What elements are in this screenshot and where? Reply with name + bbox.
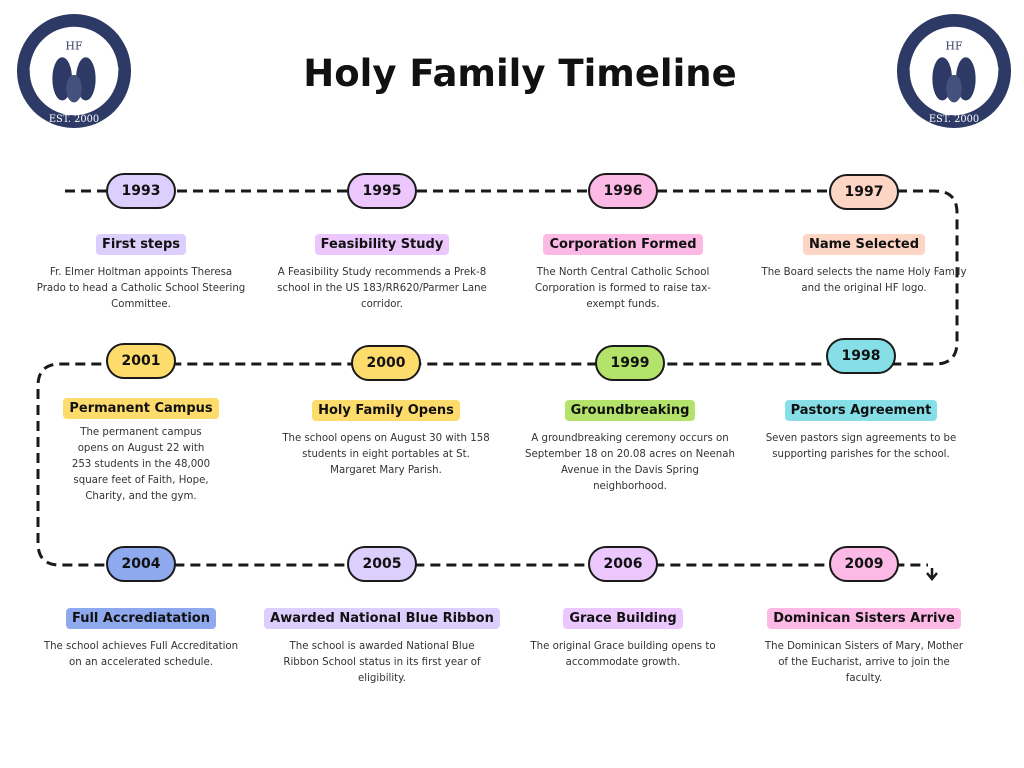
event-description: The North Central Catholic School Corpor…: [534, 267, 711, 310]
event-description: Seven pastors sign agreements to be supp…: [765, 433, 957, 460]
svg-text:EST. 2000: EST. 2000: [49, 114, 99, 125]
event-title: Pastors Agreement: [741, 399, 981, 421]
event-description: The original Grace building opens to acc…: [530, 641, 716, 668]
event-description: The Dominican Sisters of Mary, Mother of…: [764, 641, 964, 684]
event-description: The school achieves Full Accreditation o…: [43, 641, 239, 668]
svg-text:HF: HF: [66, 39, 83, 52]
year-pill: 1993: [106, 173, 176, 209]
event-description: The permanent campus opens on August 22 …: [71, 427, 211, 502]
school-logo-left: HOLY FAMILY CATHOLIC SCHOOL EST. 2000 HF: [15, 12, 132, 129]
event-title: Corporation Formed: [503, 233, 743, 255]
event-title: First steps: [21, 233, 261, 255]
event-title-label: First steps: [95, 234, 187, 255]
year-pill: 2006: [588, 546, 658, 582]
year-pill: 1997: [829, 174, 899, 210]
event-description: The school is awarded National Blue Ribb…: [283, 641, 481, 684]
event-title: Dominican Sisters Arrive: [744, 607, 984, 629]
year-pill: 2000: [351, 345, 421, 381]
event-description: A Feasibility Study recommends a Prek-8 …: [277, 267, 487, 310]
event-title: Name Selected: [744, 233, 984, 255]
event-title-label: Feasibility Study: [314, 234, 450, 255]
event-description: The Board selects the name Holy Family a…: [761, 267, 967, 294]
event-title-label: Full Accrediatation: [65, 608, 216, 629]
event-description: The school opens on August 30 with 158 s…: [282, 433, 490, 476]
event-title-label: Holy Family Opens: [312, 400, 460, 421]
year-pill: 1996: [588, 173, 658, 209]
year-pill: 1999: [595, 345, 665, 381]
event-title-label: Groundbreaking: [564, 400, 696, 421]
school-logo-right: HOLY FAMILY CATHOLIC SCHOOL EST. 2000 HF: [895, 12, 1012, 129]
event-title-label: Permanent Campus: [63, 398, 219, 419]
event-description: A groundbreaking ceremony occurs on Sept…: [525, 433, 735, 492]
year-pill: 2009: [829, 546, 899, 582]
year-pill: 2004: [106, 546, 176, 582]
event-title: Awarded National Blue Ribbon: [262, 607, 502, 629]
event-description: Fr. Elmer Holtman appoints Theresa Prado…: [36, 267, 246, 310]
page-title: Holy Family Timeline: [303, 52, 737, 95]
event-title-label: Name Selected: [802, 234, 926, 255]
event-title: Full Accrediatation: [21, 607, 261, 629]
svg-text:HF: HF: [946, 39, 963, 52]
event-title: Holy Family Opens: [266, 399, 506, 421]
event-title: Groundbreaking: [510, 399, 750, 421]
event-title-label: Awarded National Blue Ribbon: [264, 608, 500, 629]
event-title: Feasibility Study: [262, 233, 502, 255]
event-title-label: Pastors Agreement: [784, 400, 938, 421]
event-title-label: Grace Building: [563, 608, 683, 629]
event-title: Permanent Campus: [21, 397, 261, 419]
event-title-label: Corporation Formed: [543, 234, 703, 255]
year-pill: 2001: [106, 343, 176, 379]
svg-text:EST. 2000: EST. 2000: [929, 114, 979, 125]
year-pill: 1998: [826, 338, 896, 374]
event-title-label: Dominican Sisters Arrive: [767, 608, 961, 629]
year-pill: 1995: [347, 173, 417, 209]
arrow-down-icon: [926, 568, 938, 581]
year-pill: 2005: [347, 546, 417, 582]
event-title: Grace Building: [503, 607, 743, 629]
